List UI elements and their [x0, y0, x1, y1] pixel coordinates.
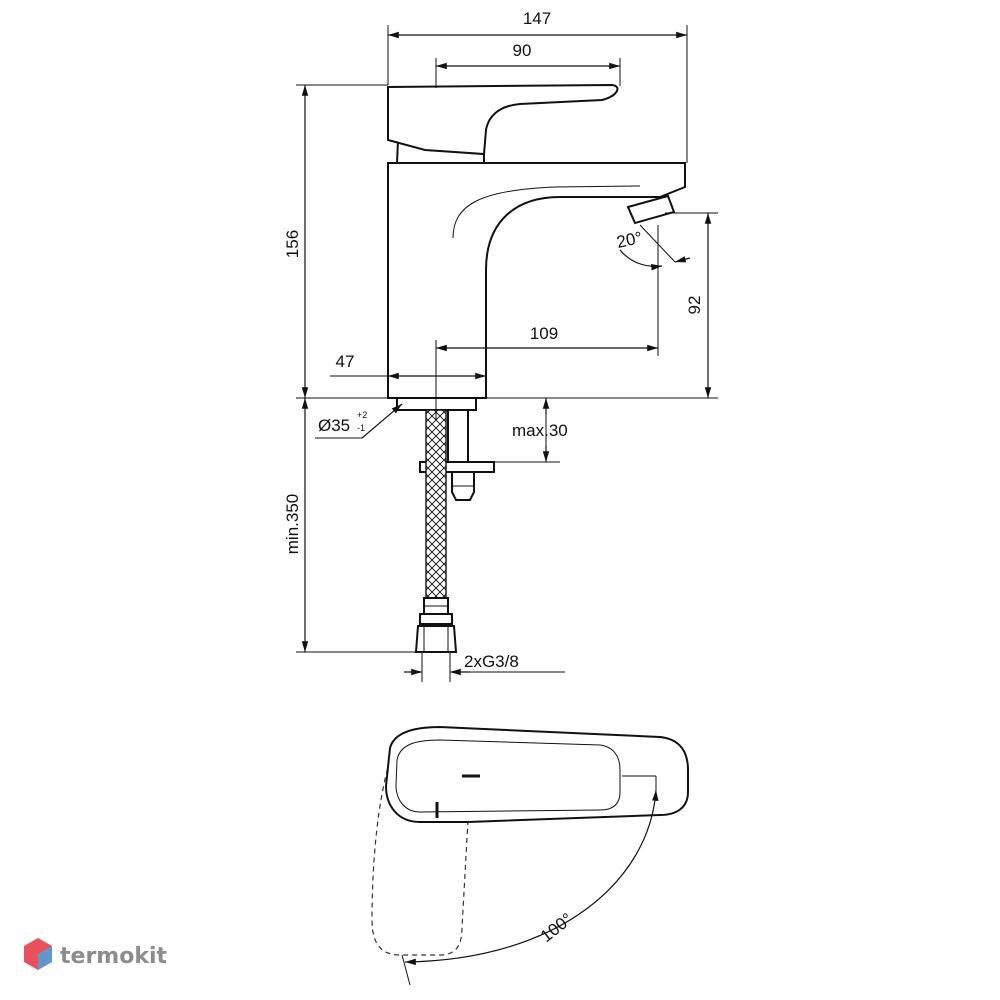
dim-spout-reach: 109	[530, 324, 558, 343]
dim-hole-diameter: Ø35	[318, 416, 350, 435]
spout-contour	[452, 185, 641, 239]
dim-spout-angle: 20°	[615, 228, 644, 252]
hose-nut	[414, 625, 458, 653]
shank	[447, 409, 469, 463]
hose-connector	[419, 613, 453, 625]
dim-body-offset: 47	[336, 352, 355, 371]
side-view	[387, 83, 686, 653]
brand-name: termokit	[60, 944, 167, 969]
dim-overall-height: 156	[283, 230, 302, 258]
dim-deck-thickness: max.30	[512, 421, 568, 440]
dim-connection: 2xG3/8	[464, 652, 519, 671]
dimension-lines	[296, 25, 718, 682]
top-body-outline	[384, 725, 689, 823]
hose-left	[425, 409, 447, 599]
lever-handle	[387, 83, 619, 156]
rotation-arc	[404, 789, 659, 966]
dim-spout-height: 92	[685, 296, 704, 315]
dim-lever-rotation: 100°	[537, 909, 576, 946]
dim-hole-tol-plus: +2	[357, 410, 367, 420]
dim-hole-tol-minus: -1	[357, 423, 365, 433]
dim-hose-length: min.350	[283, 494, 302, 554]
aerator	[626, 194, 676, 225]
faucet-body	[387, 162, 686, 399]
brand-logo: termokit	[24, 938, 167, 970]
top-view	[371, 725, 689, 986]
dim-overall-width: 147	[523, 9, 551, 28]
dim-lever-length: 90	[513, 41, 532, 60]
